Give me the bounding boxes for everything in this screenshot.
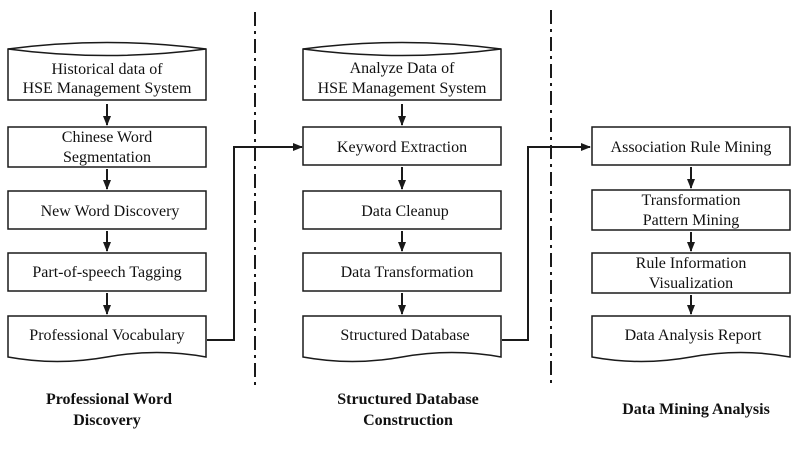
- step-data-cleanup-label: Data Cleanup: [361, 203, 449, 220]
- section-label-professional-word-discovery-line-2: Discovery: [73, 412, 141, 429]
- step-data-cleanup: Data Cleanup: [302, 190, 502, 230]
- step-chinese-word-segmentation-line-1: Chinese Word: [62, 129, 152, 146]
- step-part-of-speech-tagging-label: Part-of-speech Tagging: [32, 264, 181, 281]
- step-association-rule-mining-label: Association Rule Mining: [611, 139, 772, 156]
- step-transformation-pattern-mining: Transformation Pattern Mining: [591, 189, 791, 231]
- column-professional-word-discovery: Historical data of HSE Management System…: [7, 41, 207, 429]
- database-historical-data: Historical data of HSE Management System: [7, 41, 207, 101]
- connector-arrow-database-to-association: [502, 143, 591, 341]
- step-chinese-word-segmentation: Chinese Word Segmentation: [7, 126, 207, 168]
- section-label-structured-database-construction-line-1: Structured Database: [337, 391, 478, 408]
- document-structured-database-label: Structured Database: [340, 327, 469, 344]
- step-transformation-pattern-mining-line-2: Pattern Mining: [643, 212, 739, 229]
- document-data-analysis-report-label: Data Analysis Report: [625, 327, 762, 344]
- step-rule-information-visualization-line-1: Rule Information: [636, 255, 747, 272]
- section-label-structured-database-construction-line-2: Construction: [363, 412, 453, 429]
- connector-arrow-vocabulary-to-keyword: [207, 143, 303, 341]
- step-data-transformation: Data Transformation: [302, 252, 502, 292]
- column-data-mining-analysis: Association Rule Mining Transformation P…: [591, 126, 791, 418]
- document-professional-vocabulary: Professional Vocabulary: [7, 315, 207, 363]
- column-structured-database-construction: Analyze Data of HSE Management System Ke…: [302, 41, 502, 429]
- database-analyze-data-line-2: HSE Management System: [318, 80, 487, 97]
- database-historical-data-line-1: Historical data of: [51, 61, 163, 78]
- database-analyze-data: Analyze Data of HSE Management System: [302, 41, 502, 101]
- database-historical-data-line-2: HSE Management System: [23, 80, 192, 97]
- step-data-transformation-label: Data Transformation: [341, 264, 474, 281]
- step-keyword-extraction: Keyword Extraction: [302, 126, 502, 166]
- step-keyword-extraction-label: Keyword Extraction: [337, 139, 467, 156]
- section-label-data-mining-analysis: Data Mining Analysis: [622, 401, 770, 418]
- document-data-analysis-report: Data Analysis Report: [591, 315, 791, 363]
- document-structured-database: Structured Database: [302, 315, 502, 363]
- database-analyze-data-line-1: Analyze Data of: [350, 60, 456, 77]
- step-part-of-speech-tagging: Part-of-speech Tagging: [7, 252, 207, 292]
- step-rule-information-visualization: Rule Information Visualization: [591, 252, 791, 294]
- step-new-word-discovery: New Word Discovery: [7, 190, 207, 230]
- step-association-rule-mining: Association Rule Mining: [591, 126, 791, 166]
- step-new-word-discovery-label: New Word Discovery: [41, 203, 180, 220]
- step-chinese-word-segmentation-line-2: Segmentation: [63, 149, 151, 166]
- document-professional-vocabulary-label: Professional Vocabulary: [29, 327, 184, 344]
- step-rule-information-visualization-line-2: Visualization: [649, 275, 733, 292]
- section-label-professional-word-discovery-line-1: Professional Word: [46, 391, 172, 408]
- step-transformation-pattern-mining-line-1: Transformation: [642, 192, 741, 209]
